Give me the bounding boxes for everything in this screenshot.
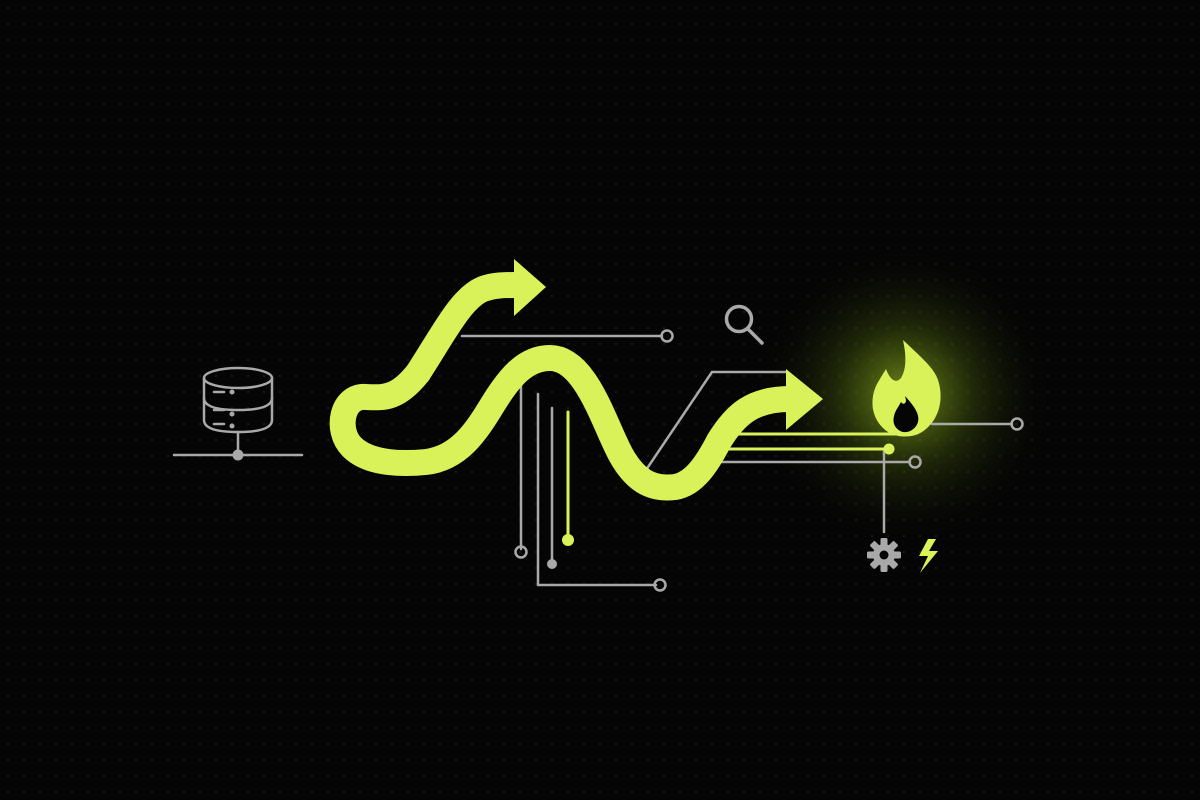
node-bottom-left: [514, 545, 528, 559]
source-node: [232, 449, 244, 461]
arrowhead-upper: [514, 259, 546, 316]
flow-ribbon: [329, 259, 823, 501]
node-center: [547, 559, 557, 569]
circuit-lines: [460, 334, 1014, 587]
gear-icon: [867, 538, 901, 572]
node-right-lower: [908, 455, 922, 469]
flow-ribbon-main: [329, 345, 803, 501]
node-accent-vertical: [562, 534, 574, 546]
lightning-icon: [919, 539, 938, 573]
node-top: [660, 329, 674, 343]
flow-ribbon-upper: [405, 272, 528, 386]
node-accent-horizontal: [883, 443, 895, 455]
circuit-nodes: [514, 329, 1024, 592]
database-icon: [202, 366, 274, 454]
search-icon: [724, 304, 764, 345]
node-right-upper: [1010, 417, 1024, 431]
flame-icon: [872, 340, 941, 437]
node-bottom-right: [653, 578, 667, 592]
arrowhead-main: [786, 369, 823, 430]
